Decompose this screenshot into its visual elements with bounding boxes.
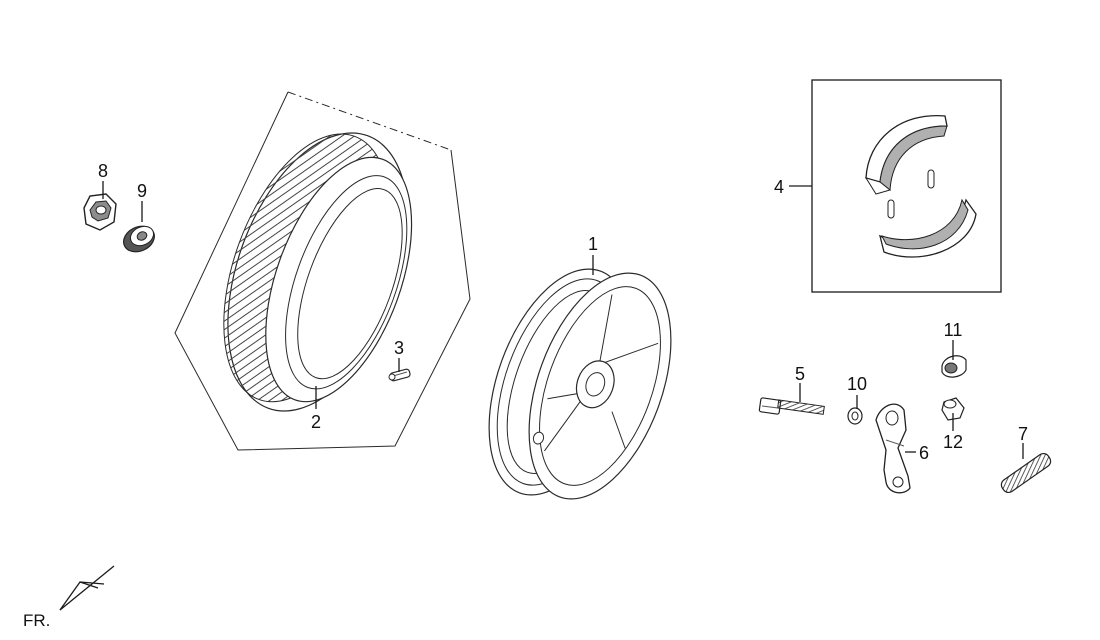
- front-direction-arrow-icon: [59, 565, 115, 611]
- spring-icon[interactable]: [999, 451, 1053, 495]
- callout-labels: 1 2 3 4 5 6 7 8 9 10 11 12: [98, 161, 1028, 463]
- wheel-rim-icon[interactable]: [461, 250, 698, 518]
- brake-shoe-icon[interactable]: [864, 115, 977, 258]
- leader-lines: [102, 181, 1024, 459]
- callout-11: 11: [944, 320, 963, 340]
- tire-icon[interactable]: [189, 107, 446, 437]
- callout-4: 4: [774, 177, 784, 197]
- callout-9: 9: [137, 181, 147, 201]
- callout-10: 10: [847, 374, 867, 394]
- tire-group-frame: [174, 91, 471, 451]
- callout-8: 8: [98, 161, 108, 181]
- washer-icon[interactable]: [119, 221, 158, 256]
- callout-7: 7: [1018, 424, 1028, 444]
- callout-3: 3: [394, 338, 404, 358]
- hex-nut-icon[interactable]: [83, 193, 117, 231]
- callout-2: 2: [311, 412, 321, 432]
- front-direction-label: FR.: [23, 611, 50, 630]
- pin-icon[interactable]: [941, 355, 967, 378]
- brake-shoe-frame: [811, 79, 1002, 293]
- valve-stem-icon[interactable]: [388, 368, 411, 382]
- brake-arm-icon[interactable]: [875, 403, 911, 494]
- callout-1: 1: [588, 234, 598, 254]
- bolt-icon[interactable]: [758, 397, 825, 415]
- small-washer-icon[interactable]: [847, 407, 863, 425]
- bushing-icon[interactable]: [941, 397, 965, 421]
- callout-12: 12: [943, 432, 963, 452]
- callout-5: 5: [795, 364, 805, 384]
- callout-6: 6: [919, 443, 929, 463]
